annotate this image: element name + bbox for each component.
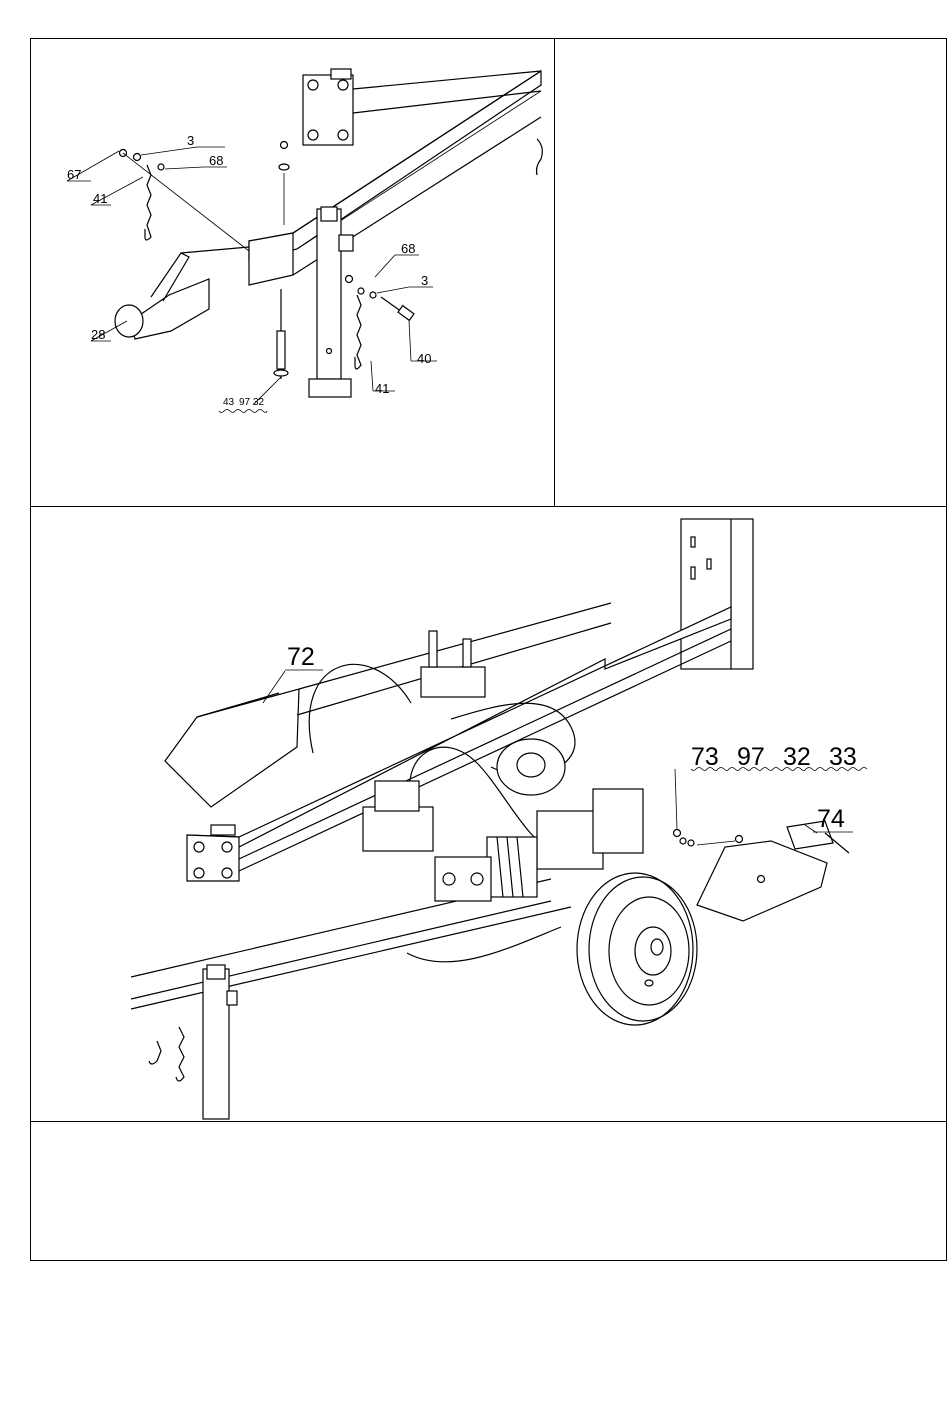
hitch-exploded-drawing: 67 3 68 41 28 68 3 40 41 43 97 32 (31, 39, 555, 507)
callout-74: 74 (817, 805, 845, 833)
callout-97: 97 (239, 397, 251, 408)
hydraulic-hoses (309, 664, 575, 961)
wheel (577, 873, 697, 1025)
hardware-right (346, 276, 415, 370)
cross-bracket (363, 781, 433, 851)
callout-40: 40 (417, 351, 431, 366)
log-splitter-drawing: 72 73 97 32 33 74 (31, 507, 946, 1122)
callout-43: 43 (223, 397, 235, 408)
engine (487, 739, 643, 897)
fender-74 (697, 821, 849, 921)
beam (249, 71, 541, 285)
assembly-sheet: 67 3 68 41 28 68 3 40 41 43 97 32 (30, 38, 947, 1261)
callout-41-lower: 41 (375, 381, 389, 396)
empty-panel-bottom (31, 1122, 946, 1260)
hitch-coupler (115, 247, 249, 339)
callout-97: 97 (737, 743, 765, 771)
callout-67: 67 (67, 167, 81, 182)
hydraulic-pump (435, 857, 491, 901)
callout-68-upper: 68 (209, 153, 223, 168)
callout-32: 32 (253, 397, 265, 408)
upright-frame (681, 519, 753, 669)
empty-panel-top-right (555, 39, 946, 507)
callout-32: 32 (783, 743, 811, 771)
edge-detail (537, 139, 543, 175)
splitter-overview-panel: 72 73 97 32 33 74 (31, 507, 946, 1122)
callout-28: 28 (91, 327, 105, 342)
jack-post (203, 965, 237, 1119)
callout-73: 73 (691, 743, 719, 771)
callout-3-upper: 3 (187, 133, 194, 148)
safety-chains (149, 1027, 184, 1081)
callout-72: 72 (287, 643, 315, 671)
hardware-left (120, 150, 250, 252)
callout-68-lower: 68 (401, 241, 415, 256)
lower-rail (131, 879, 571, 1009)
callout-41-upper: 41 (93, 191, 107, 206)
hitch-detail-panel: 67 3 68 41 28 68 3 40 41 43 97 32 (31, 39, 555, 507)
callout-3-lower: 3 (421, 273, 428, 288)
callout-33: 33 (829, 743, 857, 771)
